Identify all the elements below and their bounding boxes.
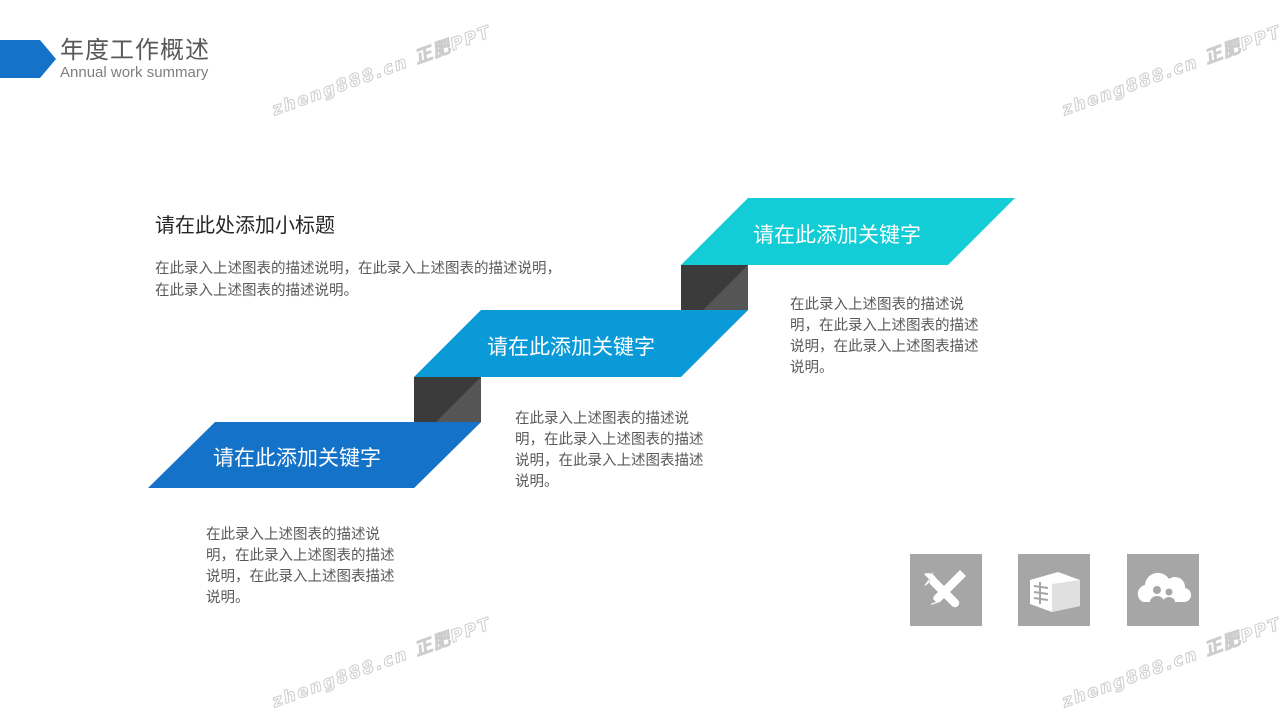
step-3-shape — [681, 198, 1015, 265]
step-2-shape — [414, 310, 748, 377]
page-subtitle: Annual work summary — [60, 64, 209, 81]
step-3-label: 请在此添加关键字 — [753, 224, 921, 247]
header-arrow-icon — [0, 40, 56, 78]
section-body: 在此录入上述图表的描述说明，在此录入上述图表的描述说明，在此录入上述图表的描述说… — [155, 261, 561, 299]
step-1-label: 请在此添加关键字 — [213, 447, 381, 470]
step-1-shape — [148, 422, 481, 488]
step-1-description: 在此录入上述图表的描述说明，在此录入上述图表的描述说明，在此录入上述图表描述说明… — [206, 527, 395, 606]
tools-icon — [910, 554, 982, 626]
building-icon — [1018, 554, 1090, 626]
step-2-label: 请在此添加关键字 — [487, 336, 655, 359]
page-title: 年度工作概述 — [60, 37, 210, 64]
step-3-description: 在此录入上述图表的描述说明，在此录入上述图表的描述说明，在此录入上述图表描述说明… — [790, 297, 979, 376]
cloud-people-icon — [1127, 554, 1199, 626]
section-heading: 请在此处添加小标题 — [155, 215, 335, 237]
step-2-description: 在此录入上述图表的描述说明，在此录入上述图表的描述说明，在此录入上述图表描述说明… — [515, 411, 704, 490]
